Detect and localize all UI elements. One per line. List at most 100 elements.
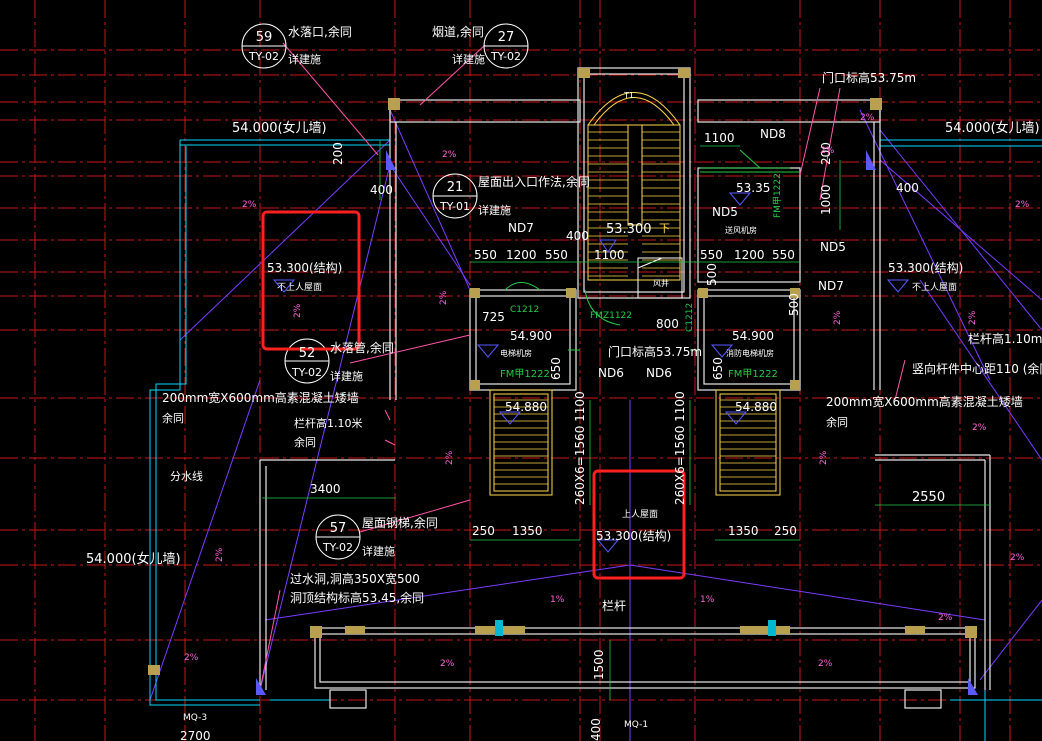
- elev-right-struct: 53.300(结构): [888, 260, 963, 275]
- callout-27-ref: TY-02: [490, 50, 521, 63]
- slope-label: 2%: [1015, 200, 1030, 210]
- walls: [259, 67, 991, 709]
- stair-left: [489, 389, 553, 496]
- callout-59-number: 59: [256, 30, 273, 45]
- dim-250-b: 250: [774, 524, 797, 538]
- slope-label: 2%: [445, 450, 455, 465]
- slope-label: 2%: [439, 290, 449, 305]
- slope-label: 2%: [442, 150, 457, 160]
- dim-1200-a: 1200: [506, 248, 537, 262]
- dim-250-a: 250: [472, 524, 495, 538]
- dim-200-left: 200: [331, 142, 345, 165]
- dimension-lines: [262, 140, 990, 700]
- room-fan: 送风机房: [725, 225, 757, 235]
- dim-400-left: 400: [370, 183, 393, 197]
- elev-53300-mid: 53.300: [606, 222, 652, 237]
- text-layer: 59 TY-02 水落口,余同 详建施 27 TY-02 烟道,余同 详建施 2…: [86, 24, 1042, 741]
- mq1-label: MQ-1: [624, 720, 648, 730]
- window-c1212-right: C1212: [685, 303, 695, 332]
- callout-52-note: 水落管,余同: [330, 340, 394, 355]
- tag-nd8: ND8: [760, 127, 786, 141]
- dim-1350-b: 1350: [728, 524, 759, 538]
- room-fan-shaft: 风井: [653, 278, 669, 288]
- wall-note-right-2: 余同: [826, 415, 848, 429]
- doors: [504, 149, 800, 351]
- tag-nd5-a: ND5: [712, 205, 738, 219]
- stair-down-arrow: 下: [659, 222, 670, 235]
- dim-725: 725: [482, 310, 505, 324]
- dim-400-bottom: 400: [589, 718, 603, 741]
- highlight-left: [261, 210, 361, 351]
- parapet-right-label: 54.000(女儿墙): [945, 120, 1040, 136]
- slope-label: 2%: [972, 423, 987, 433]
- elev-54900-left: 54.900: [510, 329, 552, 343]
- tag-nd5-b: ND5: [820, 240, 846, 254]
- tag-nd6-right: ND6: [646, 366, 672, 380]
- dim-1500: 1500: [592, 649, 606, 680]
- slope-label: 2%: [820, 146, 835, 156]
- wall-note-left: 200mm宽X600mm高素混凝土矮墙: [162, 390, 359, 405]
- callout-57-ref: TY-02: [322, 541, 353, 554]
- door-fm-top-right: FM甲1222: [772, 173, 783, 218]
- divide-line-label: 分水线: [170, 469, 203, 483]
- elev-left-struct: 53.300(结构): [267, 260, 342, 275]
- slope-label: 2%: [1010, 553, 1025, 563]
- dim-stair-left: 260X6=1560 1100: [573, 391, 587, 505]
- railing-label: 栏杆: [602, 598, 626, 613]
- dim-1100-b: 1100: [594, 248, 625, 262]
- dim-1100: 1100: [704, 131, 735, 145]
- slope-label: 2%: [215, 547, 225, 562]
- callout-21-number: 21: [447, 180, 464, 195]
- dim-550-c: 550: [700, 248, 723, 262]
- dim-2700: 2700: [180, 729, 211, 741]
- slope-label: 2%: [968, 310, 978, 325]
- elev-bottom-struct: 53.300(结构): [596, 528, 671, 543]
- stair-t1: [587, 92, 681, 281]
- callout-57-number: 57: [330, 521, 347, 536]
- structural-components: [148, 68, 977, 675]
- railing-note-left-2: 余同: [294, 435, 316, 449]
- callout-52-ref: TY-02: [291, 366, 322, 379]
- dim-200-right: 200: [819, 142, 833, 165]
- elev-54900-right: 54.900: [732, 329, 774, 343]
- dim-400-right: 400: [896, 181, 919, 195]
- slope-label: 2%: [818, 659, 833, 669]
- callout-21-ref: TY-01: [439, 200, 470, 213]
- callout-59-note: 水落口,余同: [288, 24, 352, 39]
- slope-label: 2%: [833, 310, 843, 325]
- slope-label: 2%: [293, 303, 303, 318]
- window-c1212-left: C1212: [510, 305, 539, 315]
- elev-left-note: 不上人屋面: [277, 282, 322, 293]
- dim-500-a: 500: [705, 263, 719, 286]
- slope-label: 2%: [440, 659, 455, 669]
- railing-note-left: 栏杆高1.10米: [294, 416, 363, 430]
- callout-circles: [241, 23, 529, 560]
- leader-lines: [259, 42, 906, 691]
- stair-label-t1: T1: [623, 91, 634, 100]
- drainage-slope-lines: [149, 109, 1042, 741]
- callout-57-note: 屋面钢梯,余同: [362, 515, 438, 530]
- dim-650-left: 650: [549, 357, 563, 380]
- elevation-markers: [272, 192, 910, 553]
- door-fm-right: FM甲1222: [728, 369, 778, 380]
- callout-27-number: 27: [498, 30, 515, 45]
- parapet-outline: [149, 139, 1042, 741]
- dim-1000: 1000: [819, 184, 833, 215]
- room-fire-elevator-machine: 消防电梯机房: [726, 348, 774, 358]
- stair-t1-treads: [588, 131, 680, 277]
- elev-54880-left: 54.880: [505, 400, 547, 414]
- slope-labels: 2% 2% 2% 2% 2% 2% 2% 2% 2% 2% 2% 2% 2% 2…: [184, 113, 1030, 669]
- tag-nd7-right: ND7: [818, 279, 844, 293]
- callout-57-sub: 详建施: [362, 544, 395, 558]
- slope-label: 2%: [938, 613, 953, 623]
- dim-2550: 2550: [912, 490, 945, 505]
- slope-label: 2%: [819, 450, 829, 465]
- dim-3400: 3400: [310, 482, 341, 496]
- elev-bottom-note: 上人屋面: [622, 509, 658, 520]
- railing-spacing-note: 竖向杆件中心距110 (余同): [912, 361, 1042, 376]
- parapet-bottom-left-label: 54.000(女儿墙): [86, 551, 181, 567]
- dim-stair-right: 260X6=1560 1100: [673, 391, 687, 505]
- callout-52-sub: 详建施: [330, 369, 363, 383]
